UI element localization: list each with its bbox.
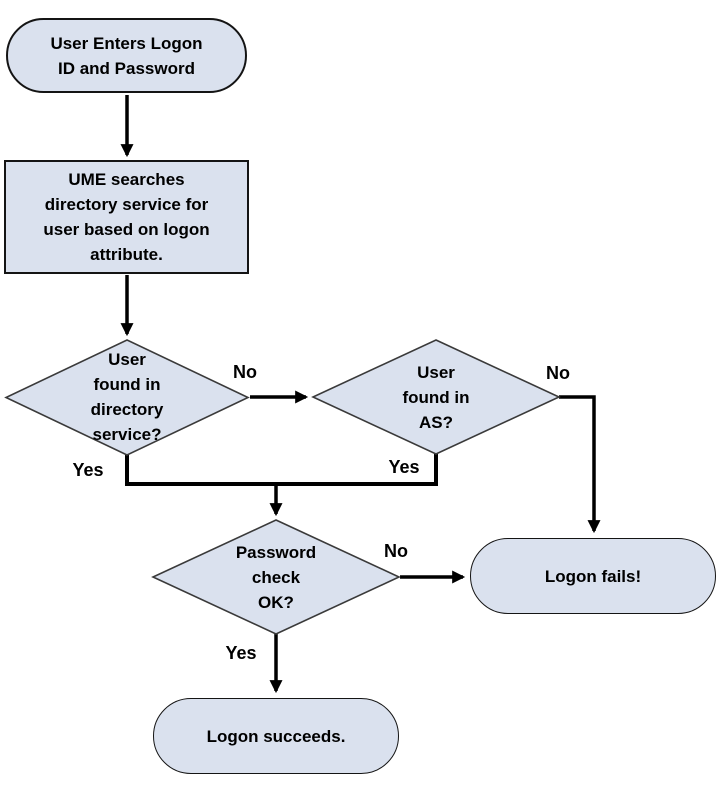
logon-fails-terminator: Logon fails! [470, 538, 716, 614]
as-no-label: No [546, 362, 570, 383]
ume-search-process: UME searches directory service for user … [4, 160, 249, 274]
dir-decision-diamond [4, 339, 250, 456]
logon-succeeds-terminator: Logon succeeds. [153, 698, 399, 774]
as-decision-label: User found in AS? [402, 362, 470, 432]
as-decision-diamond [311, 339, 561, 455]
as-yes-label: Yes [388, 456, 420, 477]
dir-yes-label: Yes [72, 459, 104, 480]
start-terminator: User Enters Logon ID and Password [6, 18, 247, 93]
pwd-no-label: No [384, 540, 408, 561]
pwd-yes-label: Yes [225, 642, 257, 663]
pwd-decision-diamond [151, 519, 401, 635]
pwd-decision-label: Password check OK? [235, 542, 317, 612]
dir-no-label: No [233, 361, 257, 382]
dir-decision-label: User found in directory service? [90, 350, 164, 444]
edge-as-no-to-fail [559, 395, 601, 534]
